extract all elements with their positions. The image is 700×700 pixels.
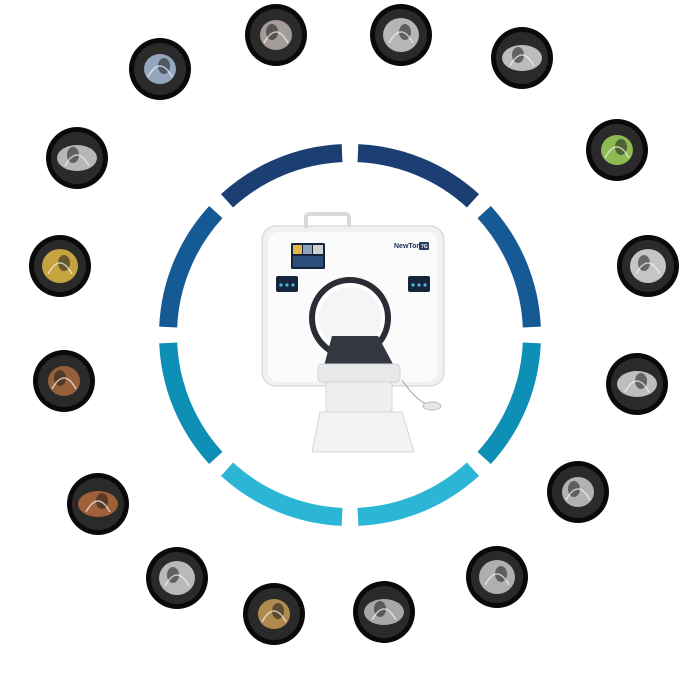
scan-highlight [263,31,289,44]
ring-segment [357,462,480,526]
ct-spine-sagittal-thumbnail[interactable] [353,581,415,643]
scan-highlight [164,574,190,587]
model-label: 7G [421,244,428,250]
scan-highlight [565,488,591,501]
scan-highlight [509,54,535,67]
monitor-thumb-2 [303,245,312,254]
ring-segment [220,144,343,208]
segmented-ring [159,144,541,526]
scan-highlight [484,573,510,586]
ct-skull-face-3d-thumbnail[interactable] [129,38,191,100]
ct-scanner-device: NewTom 7G [261,212,445,453]
pedal-cable [401,379,427,405]
ring-segment [477,342,541,465]
foot-pedal [422,401,442,411]
scan-highlight [604,146,630,159]
ring-segment [159,205,223,328]
bore-inner [319,287,381,349]
table-top [317,363,401,383]
monitor-panel [293,256,323,267]
monitor-thumb-1 [293,245,302,254]
model-badge [419,242,429,250]
scan-highlight [261,610,287,623]
scan-highlight [624,380,650,393]
table-base [311,411,415,453]
scan-highlight [47,262,73,275]
scan-highlight [147,65,173,78]
scan-highlight [85,500,111,513]
ring-segment [477,205,541,328]
ring-segment [220,462,343,526]
scan-highlight [64,154,90,167]
ct-hip-implant-thumbnail[interactable] [617,235,679,297]
scan-highlight [635,262,661,275]
table-pad [324,336,394,366]
ct-elbow-thumbnail[interactable] [146,547,208,609]
ring-segment [159,342,223,465]
monitor-arm [304,212,351,228]
ct-sinus-coronal-thumbnail[interactable] [46,127,108,189]
brand-label: NewTom [394,243,423,250]
ct-sinus-axial-thumbnail[interactable] [370,4,432,66]
ct-ankle-thumbnail[interactable] [466,546,528,608]
table-column [325,381,393,413]
monitor-thumb-3 [313,245,323,254]
scan-highlight [388,31,414,44]
ct-shoulder-thumbnail[interactable] [547,461,609,523]
ct-hand-3d-thumbnail[interactable] [243,583,305,645]
scan-examples [29,4,679,645]
scan-highlight [51,377,77,390]
ct-cervical-spine-3d-thumbnail[interactable] [33,350,95,412]
ct-skull-sagittal-thumbnail[interactable] [491,27,553,89]
ct-dental-arch-3d-thumbnail[interactable] [29,235,91,297]
scan-highlight [371,608,397,621]
ct-skull-vessels-3d-thumbnail[interactable] [245,4,307,66]
ring-segment [357,144,480,208]
ct-knee-implant-thumbnail[interactable] [606,353,668,415]
ct-pelvis-3d-thumbnail[interactable] [67,473,129,535]
ct-airway-green-thumbnail[interactable] [586,119,648,181]
